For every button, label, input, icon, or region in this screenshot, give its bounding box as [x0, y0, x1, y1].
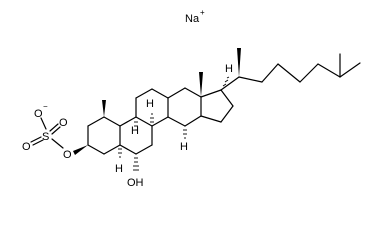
structure-canvas: Na + — [22, 8, 361, 189]
sodium-label: Na — [185, 13, 200, 25]
h14-hash — [183, 129, 187, 139]
h17-label: H — [225, 63, 233, 75]
ring-a — [87, 116, 121, 155]
sulfonyl-oxygen-1: O — [59, 117, 68, 129]
hydroxyl-label: OH — [127, 177, 144, 189]
h9-hash — [134, 121, 138, 131]
c13-methyl-wedge — [199, 72, 203, 97]
c3-oxygen-wedge — [73, 145, 88, 155]
anionic-oxygen-label: O — [34, 108, 43, 120]
sulfur-label: S — [42, 131, 49, 143]
molecule-drawing: Na + — [22, 8, 361, 189]
ring-d — [167, 87, 202, 127]
ester-oxygen-label: O — [63, 149, 72, 161]
h14-label: H — [180, 141, 188, 153]
h8-label: H — [146, 98, 154, 110]
h9-label: H — [131, 125, 139, 137]
anionic-oxygen-charge: − — [43, 102, 48, 111]
ring-c — [135, 88, 169, 127]
ring-b — [119, 116, 153, 155]
ring-e — [200, 89, 234, 123]
h5-hash — [118, 148, 122, 158]
side-chain — [220, 53, 361, 91]
oh-hash — [133, 157, 139, 171]
sodium-charge: + — [200, 8, 205, 17]
h17-hash — [222, 76, 230, 87]
c10-methyl-wedge — [102, 100, 106, 117]
c20-methyl-wedge — [237, 48, 241, 77]
sulfonyl-oxygen-2: O — [22, 141, 31, 153]
h5-label: H — [115, 163, 123, 175]
h8-hash — [150, 113, 154, 123]
